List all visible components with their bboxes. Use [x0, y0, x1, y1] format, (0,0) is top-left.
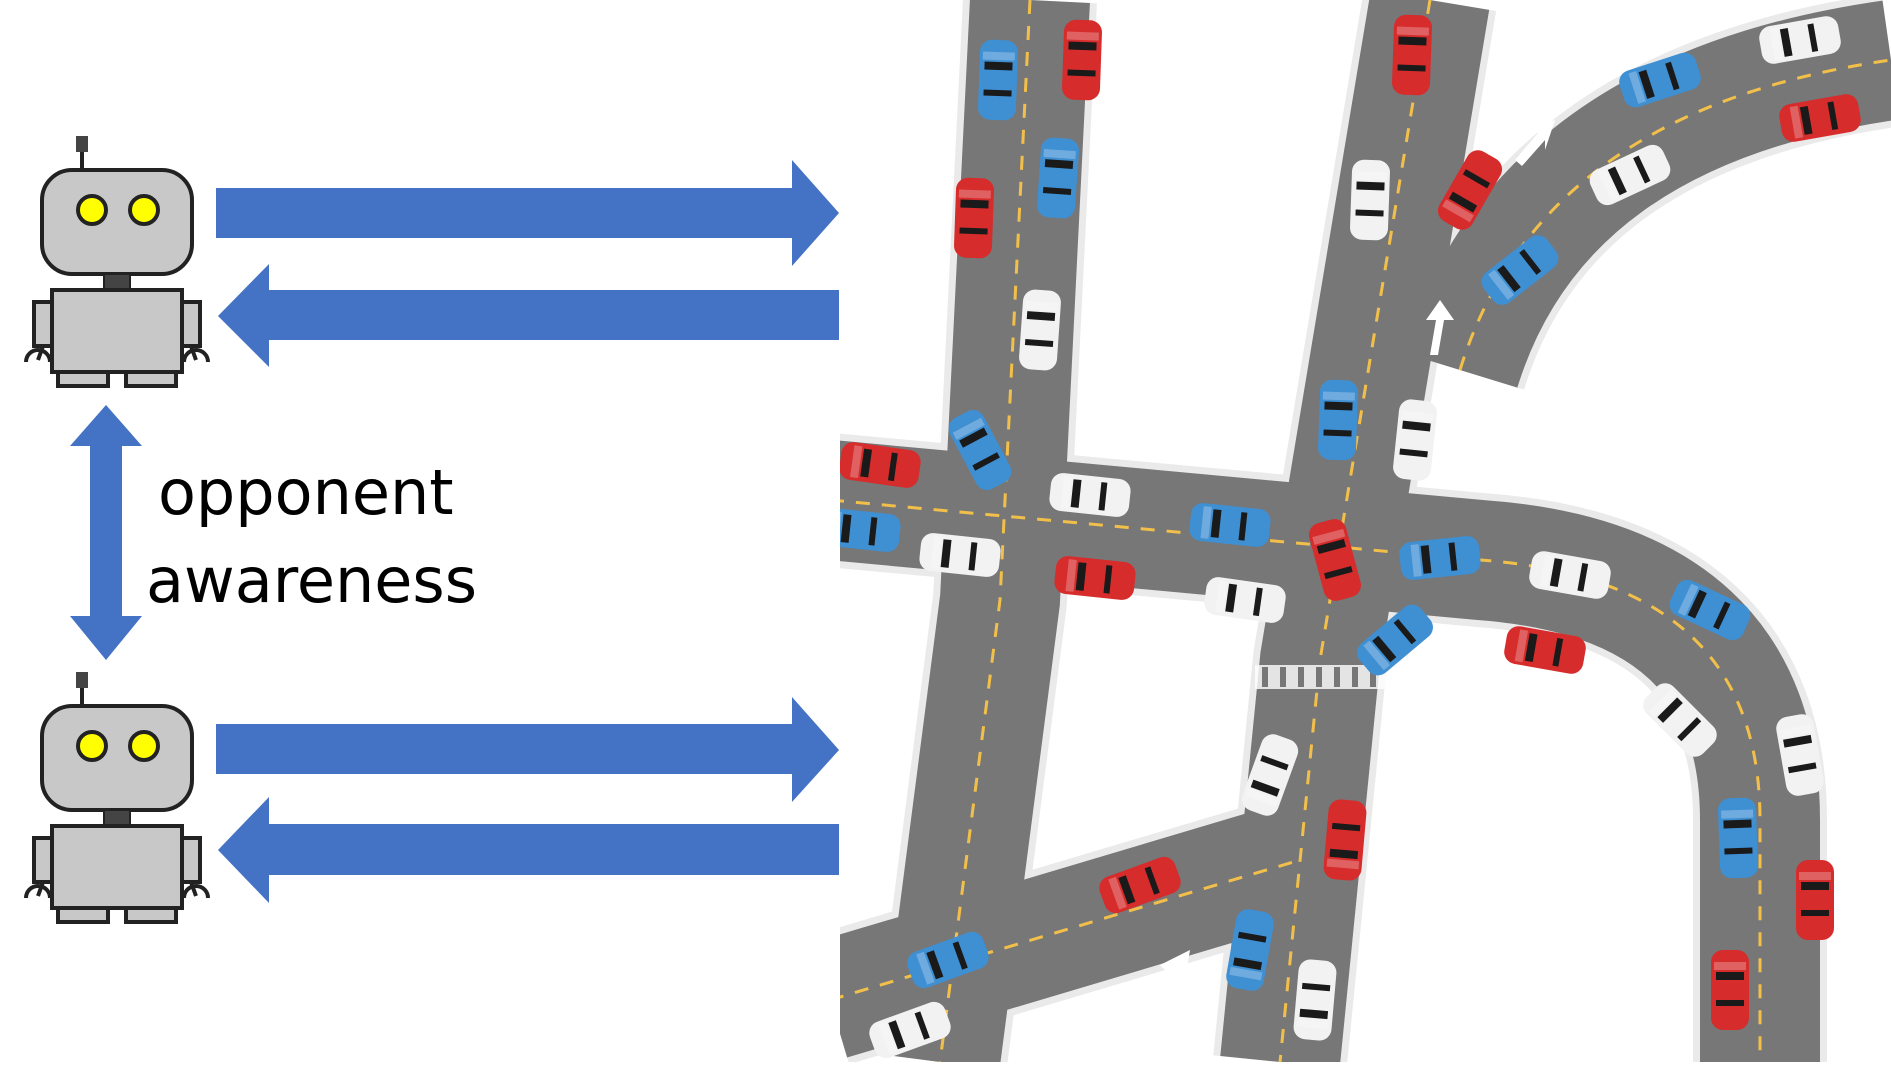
robot-icon [26, 672, 208, 922]
double-arrow-icon [70, 405, 142, 660]
arrow-left-icon [218, 797, 839, 903]
arrow-left-icon [218, 264, 839, 367]
robot-icon [26, 136, 208, 386]
traffic-jam-illustration [818, 0, 1891, 1062]
arrow-right-icon [216, 697, 839, 802]
opponent-awareness-label-line2: awareness [146, 550, 477, 612]
opponent-awareness-label-line1: opponent [158, 462, 454, 524]
arrow-right-icon [216, 160, 839, 266]
